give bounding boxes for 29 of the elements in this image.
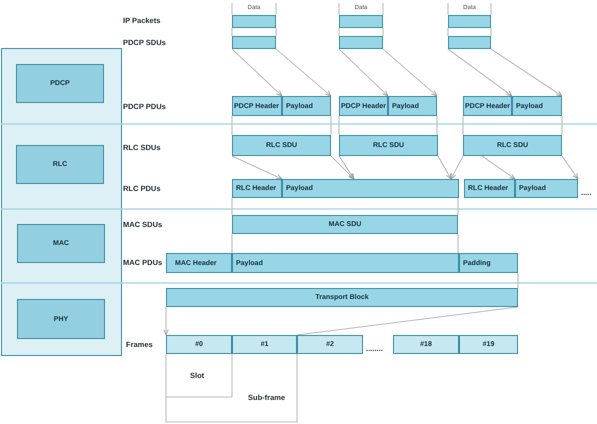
packet-box	[232, 15, 276, 28]
sdu-box	[448, 36, 491, 49]
arrow	[382, 48, 438, 96]
connector-line	[382, 28, 384, 36]
arrow	[482, 156, 516, 180]
packet-box	[448, 15, 491, 28]
sdu-box	[339, 36, 383, 49]
connector-line	[436, 116, 438, 136]
arrow	[338, 48, 388, 96]
arrow	[276, 48, 332, 96]
connector-line	[462, 116, 464, 136]
arrow	[232, 48, 282, 96]
arrow	[450, 156, 464, 180]
arrow	[163, 306, 169, 336]
arrow	[448, 48, 512, 96]
protocol-stack-panel	[1, 48, 122, 356]
connector-line	[338, 116, 340, 136]
packet-box	[339, 15, 383, 28]
connector-line	[490, 28, 492, 36]
arrow	[490, 48, 562, 96]
connector-line	[330, 116, 332, 136]
arrow	[438, 156, 452, 180]
sdu-box	[232, 36, 276, 49]
connector-line	[296, 306, 518, 336]
arrow	[338, 156, 354, 180]
connector-line	[338, 28, 340, 36]
arrow	[562, 156, 578, 180]
arrow	[232, 156, 282, 180]
arrow	[330, 156, 354, 180]
